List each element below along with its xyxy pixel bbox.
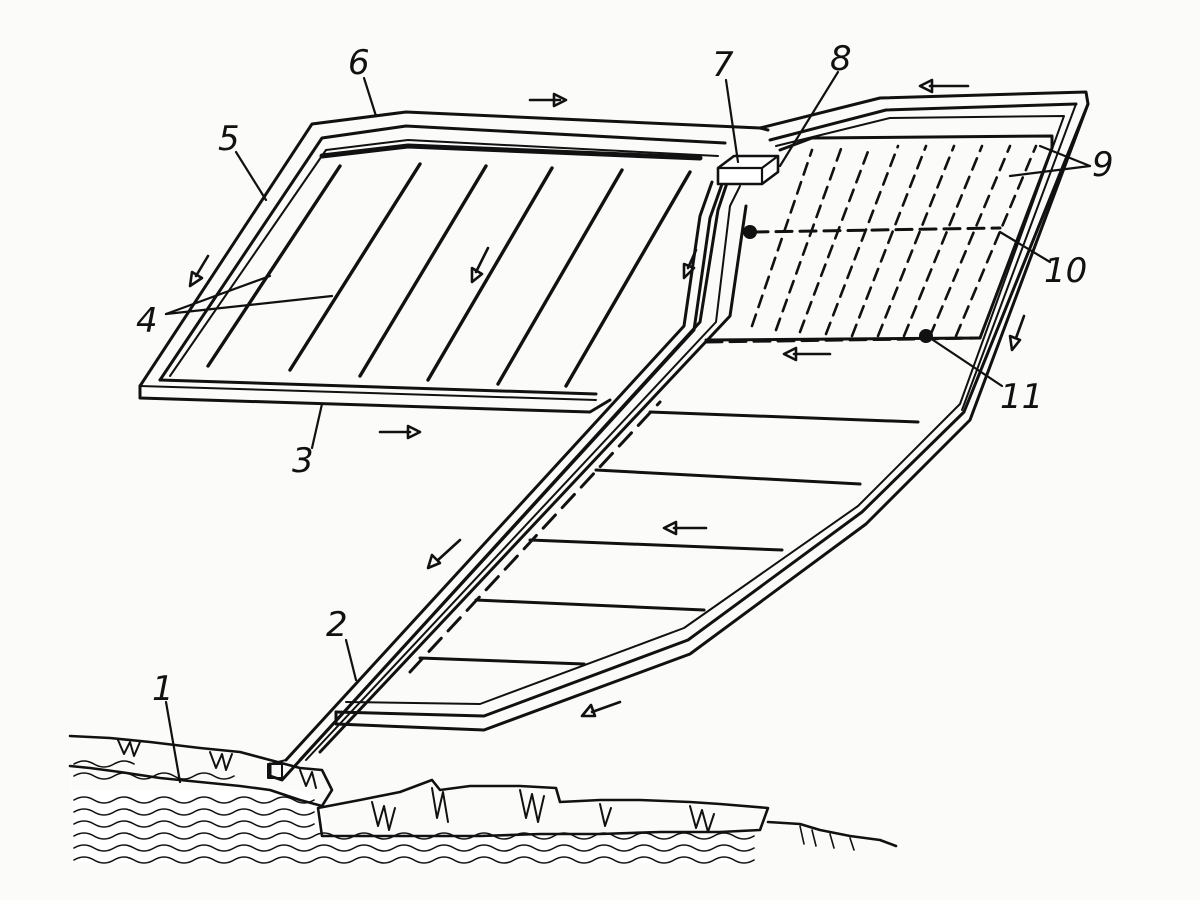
label-9: 9 bbox=[1092, 145, 1114, 185]
label-3: 3 bbox=[292, 441, 314, 481]
label-10: 10 bbox=[1044, 251, 1087, 291]
label-11: 11 bbox=[1000, 377, 1043, 417]
label-5: 5 bbox=[218, 119, 240, 159]
left-basin bbox=[138, 110, 770, 414]
label-8: 8 bbox=[830, 39, 852, 79]
point-11 bbox=[919, 329, 933, 343]
label-7: 7 bbox=[712, 45, 734, 85]
collector-10 bbox=[750, 226, 1002, 234]
flow-arrows bbox=[188, 78, 1026, 718]
right-outer-bank bbox=[334, 90, 1090, 718]
regulator-7 bbox=[716, 154, 780, 186]
right-basin bbox=[334, 90, 1090, 732]
collector-11 bbox=[704, 336, 982, 344]
channel-5-6-inner bbox=[158, 124, 727, 382]
point-8 bbox=[743, 225, 757, 239]
label-4: 4 bbox=[136, 301, 158, 341]
water-body bbox=[70, 748, 755, 864]
label-6: 6 bbox=[348, 43, 370, 83]
furrow-lines-4 bbox=[206, 162, 692, 388]
distribution-lines bbox=[418, 410, 920, 666]
channel-3-outer bbox=[138, 384, 612, 414]
main-canal-2 bbox=[267, 178, 748, 782]
callout-labels: 1 2 3 4 5 6 7 8 9 10 11 bbox=[136, 39, 1114, 709]
ground-profile bbox=[68, 734, 898, 851]
label-2: 2 bbox=[326, 605, 348, 645]
drain-grid-9 bbox=[750, 144, 1038, 338]
leader-lines bbox=[164, 70, 1092, 784]
label-1: 1 bbox=[152, 669, 174, 709]
